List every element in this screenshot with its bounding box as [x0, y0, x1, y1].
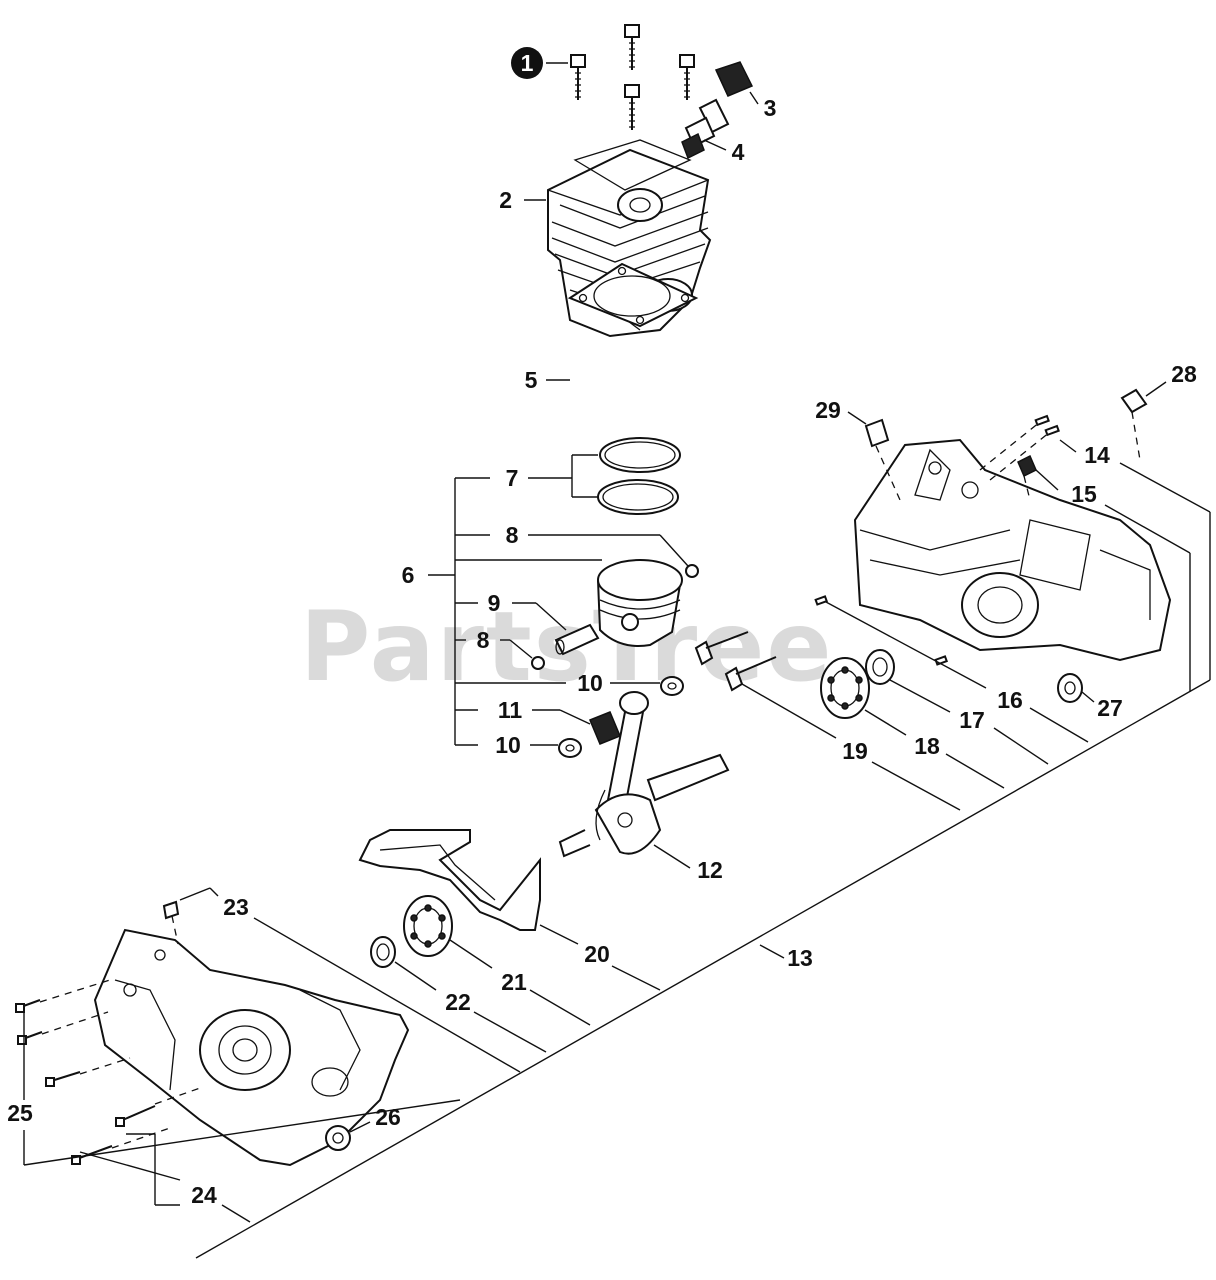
leader-lines — [23, 62, 1211, 1259]
plug-23[interactable] — [162, 900, 180, 920]
cushion-right[interactable] — [1057, 673, 1083, 703]
callout-6[interactable]: 6 — [402, 562, 415, 588]
oil-pipe-fitting[interactable] — [1017, 454, 1037, 478]
callout-27[interactable]: 27 — [1097, 695, 1123, 721]
callout-15[interactable]: 15 — [1071, 481, 1097, 507]
plug-28[interactable] — [1120, 388, 1148, 414]
callout-21[interactable]: 21 — [501, 969, 527, 995]
crankcase-bolts-24[interactable] — [45, 1071, 156, 1165]
callout-22[interactable]: 22 — [445, 989, 471, 1015]
callout-8-clip-bottom[interactable]: 8 — [477, 627, 490, 653]
bearing-right[interactable] — [820, 657, 870, 719]
callout-18[interactable]: 18 — [914, 733, 940, 759]
callout-14[interactable]: 14 — [1084, 442, 1110, 468]
callout-10-washer-top[interactable]: 10 — [577, 670, 603, 696]
callout-24[interactable]: 24 — [191, 1182, 217, 1208]
spark-plug-cap[interactable] — [714, 61, 754, 97]
callout-5[interactable]: 5 — [525, 367, 538, 393]
crankcase-right[interactable] — [853, 438, 1172, 662]
piston[interactable] — [597, 559, 683, 647]
callout-17[interactable]: 17 — [959, 707, 985, 733]
crankshaft[interactable] — [558, 691, 730, 858]
callout-25[interactable]: 25 — [7, 1100, 33, 1126]
callout-13[interactable]: 13 — [787, 945, 813, 971]
callout-2[interactable]: 2 — [499, 187, 512, 213]
assembly-lines — [39, 411, 1141, 1149]
stud-bolts[interactable] — [694, 631, 777, 692]
callout-16[interactable]: 16 — [997, 687, 1023, 713]
cushion-left[interactable] — [325, 1125, 351, 1151]
cylinder-bolts[interactable] — [570, 24, 695, 130]
needle-bearing[interactable] — [589, 711, 621, 745]
piston-rings[interactable] — [597, 437, 681, 515]
piston-pin-clip[interactable] — [531, 564, 699, 670]
callout-20[interactable]: 20 — [584, 941, 610, 967]
cylinder-gasket[interactable] — [567, 262, 699, 328]
thrust-washer[interactable] — [558, 676, 684, 758]
dowel-pins[interactable] — [814, 414, 1060, 666]
callout-29[interactable]: 29 — [815, 397, 841, 423]
callout-11[interactable]: 11 — [498, 697, 523, 723]
bearing-left[interactable] — [403, 895, 453, 957]
callout-3[interactable]: 3 — [764, 95, 777, 121]
crankcase-left[interactable] — [93, 928, 410, 1167]
plug-29[interactable] — [864, 418, 890, 448]
callout-9[interactable]: 9 — [488, 590, 501, 616]
piston-pin[interactable] — [554, 623, 600, 656]
callout-10-washer-bottom[interactable]: 10 — [495, 732, 521, 758]
decompression-valve[interactable] — [681, 98, 730, 160]
callout-12[interactable]: 12 — [697, 857, 723, 883]
callout-4[interactable]: 4 — [732, 139, 745, 165]
callout-8-clip-top[interactable]: 8 — [506, 522, 519, 548]
crankcase-gasket[interactable] — [358, 829, 541, 931]
callout-7[interactable]: 7 — [506, 465, 519, 491]
oil-seal-right[interactable] — [865, 649, 895, 685]
oil-seal-left[interactable] — [370, 936, 396, 968]
callout-19[interactable]: 19 — [842, 738, 868, 764]
callout-labels: 1 2 3 4 5 6 7 8 9 8 10 11 10 12 13 14 15… — [7, 47, 1197, 1208]
callout-1[interactable]: 1 — [521, 50, 534, 76]
callout-1-badge — [511, 47, 543, 79]
callout-26[interactable]: 26 — [375, 1104, 401, 1130]
callout-23[interactable]: 23 — [223, 894, 249, 920]
callout-28[interactable]: 28 — [1171, 361, 1197, 387]
crankcase-bolts-25[interactable] — [15, 999, 43, 1045]
